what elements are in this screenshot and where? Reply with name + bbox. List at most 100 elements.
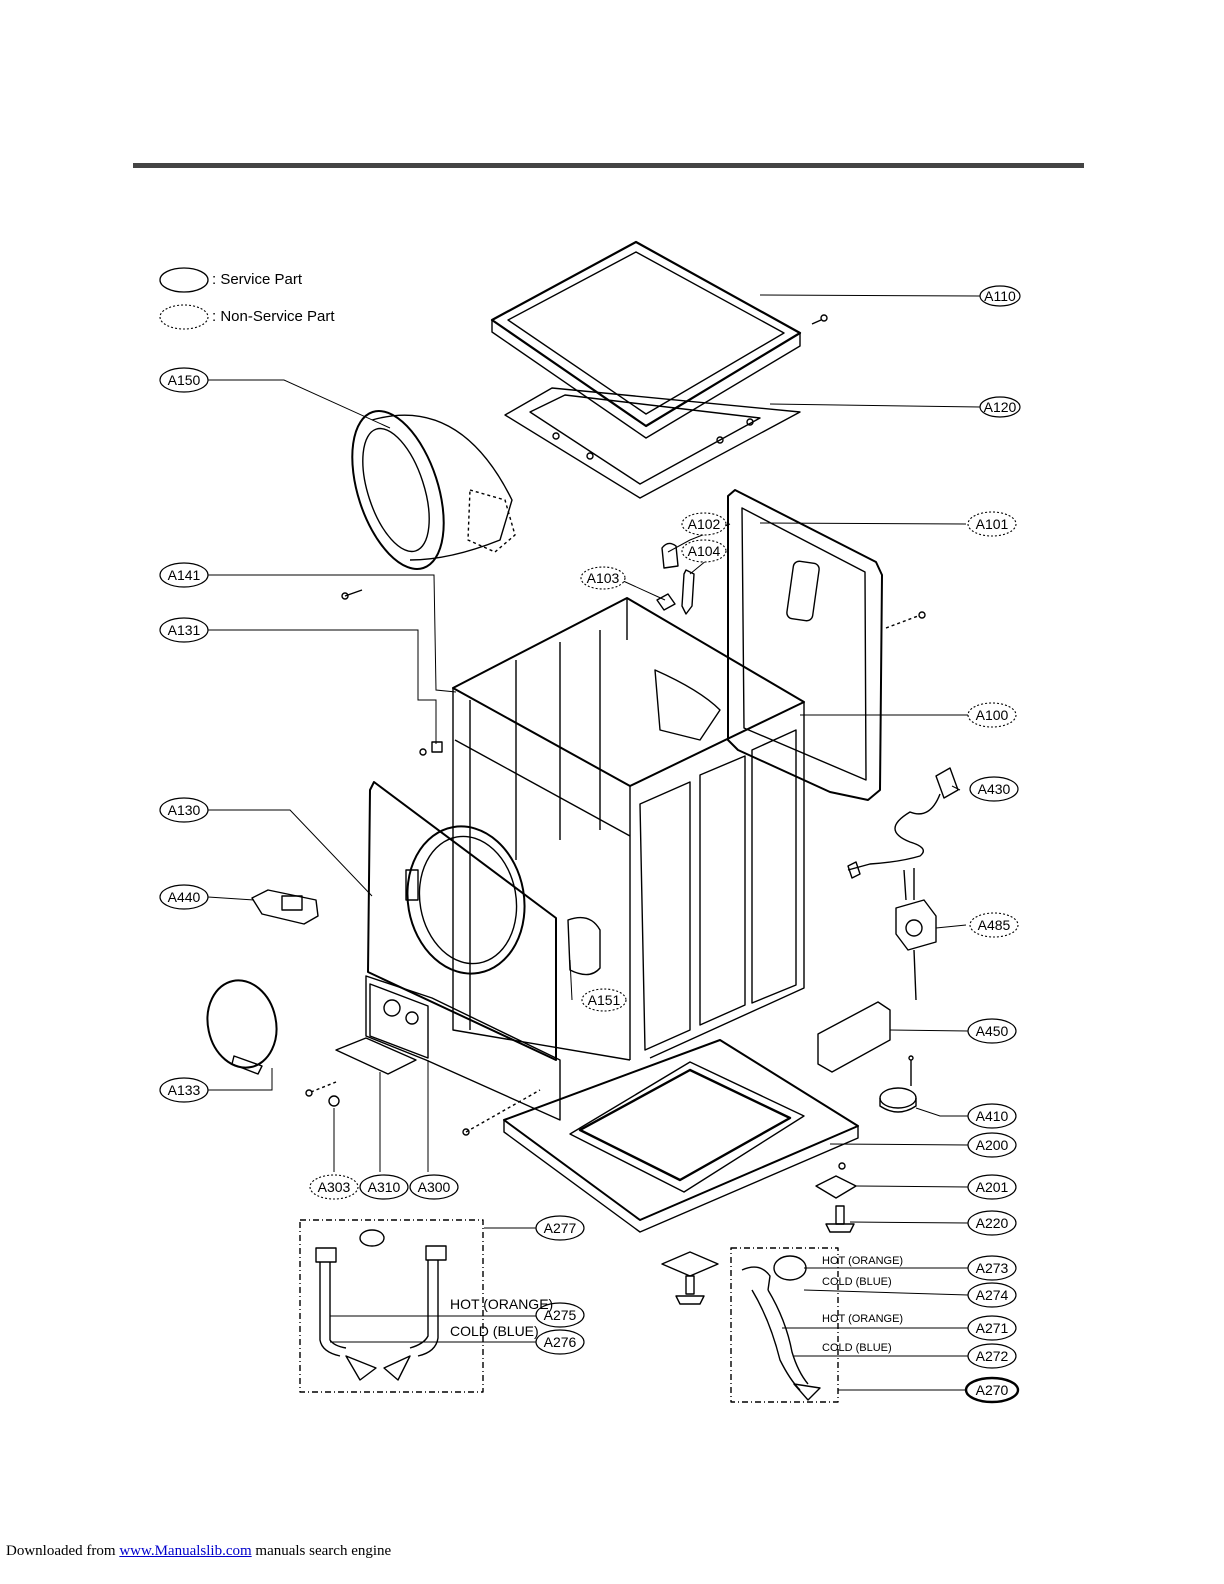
label-A310: A310 bbox=[359, 1174, 409, 1200]
svg-text:A277: A277 bbox=[544, 1220, 577, 1236]
svg-text:A271: A271 bbox=[976, 1320, 1009, 1336]
label-A130: A130 bbox=[159, 797, 209, 823]
hinge-part-drawing bbox=[419, 741, 443, 756]
footer-suffix: manuals search engine bbox=[251, 1543, 392, 1559]
svg-text:A100: A100 bbox=[976, 707, 1009, 723]
pcb-box-drawing bbox=[817, 1001, 891, 1073]
svg-text:A485: A485 bbox=[978, 917, 1011, 933]
svg-text:A310: A310 bbox=[368, 1179, 401, 1195]
back-panel-drawing bbox=[727, 489, 926, 801]
left-cold-label: COLD (BLUE) bbox=[450, 1323, 539, 1339]
label-A410: A410 bbox=[967, 1103, 1017, 1129]
label-A104: A104 bbox=[681, 539, 727, 563]
svg-text:A201: A201 bbox=[976, 1179, 1009, 1195]
leader-lines bbox=[207, 294, 981, 1391]
label-A440: A440 bbox=[159, 884, 209, 910]
label-A273: A273 bbox=[967, 1255, 1017, 1281]
label-A271: A271 bbox=[967, 1315, 1017, 1341]
noise-filter-drawing bbox=[895, 868, 937, 1001]
svg-text:A110: A110 bbox=[984, 288, 1016, 304]
label-A131: A131 bbox=[159, 617, 209, 643]
label-A430: A430 bbox=[969, 776, 1019, 802]
damper-foot-drawing bbox=[661, 1251, 719, 1305]
svg-text:A300: A300 bbox=[418, 1179, 451, 1195]
label-A450: A450 bbox=[967, 1018, 1017, 1044]
left-hot-label: HOT (ORANGE) bbox=[450, 1296, 553, 1312]
label-A120: A120 bbox=[979, 396, 1021, 418]
svg-text:A276: A276 bbox=[544, 1334, 577, 1350]
svg-text:A133: A133 bbox=[168, 1082, 201, 1098]
right-hot-label-2: HOT (ORANGE) bbox=[822, 1313, 903, 1325]
svg-text:A103: A103 bbox=[587, 570, 620, 586]
label-A150: A150 bbox=[159, 367, 209, 393]
label-A276: A276 bbox=[535, 1329, 585, 1355]
hose-kit-box bbox=[299, 1219, 484, 1393]
cabinet-drawing bbox=[452, 597, 805, 1061]
right-cold-label-2: COLD (BLUE) bbox=[822, 1342, 892, 1354]
svg-text:A130: A130 bbox=[168, 802, 201, 818]
label-A151: A151 bbox=[581, 988, 627, 1012]
right-cold-label-1: COLD (BLUE) bbox=[822, 1276, 892, 1288]
door-drawing bbox=[341, 410, 516, 600]
label-A103: A103 bbox=[580, 566, 626, 590]
svg-text:A270: A270 bbox=[976, 1382, 1009, 1398]
svg-text:A102: A102 bbox=[688, 516, 721, 532]
drain-hose-kit-drawing bbox=[730, 1247, 839, 1403]
svg-text:A274: A274 bbox=[976, 1287, 1009, 1303]
svg-text:A151: A151 bbox=[588, 992, 621, 1008]
legend-service-symbol bbox=[159, 267, 209, 293]
label-A303: A303 bbox=[309, 1174, 359, 1200]
svg-text:A273: A273 bbox=[976, 1260, 1009, 1276]
svg-text:A303: A303 bbox=[318, 1179, 351, 1195]
label-A274: A274 bbox=[967, 1282, 1017, 1308]
legend-service-text: : Service Part bbox=[212, 271, 303, 288]
label-A133: A133 bbox=[159, 1077, 209, 1103]
legend-non-service-symbol bbox=[159, 304, 209, 330]
svg-text:A104: A104 bbox=[688, 543, 721, 559]
svg-text:A101: A101 bbox=[976, 516, 1009, 532]
svg-text:A272: A272 bbox=[976, 1348, 1009, 1364]
lower-front-drawing bbox=[305, 975, 561, 1136]
right-hot-label-1: HOT (ORANGE) bbox=[822, 1255, 903, 1267]
pressure-switch-drawing bbox=[879, 1055, 917, 1113]
footer-link[interactable]: www.Manualslib.com bbox=[119, 1543, 252, 1559]
legend: : Service Part : Non-Service Part bbox=[159, 267, 335, 330]
label-A275: A275 bbox=[535, 1302, 585, 1328]
part-labels: A110 A120 A150 A102 A104 A101 A103 A141 bbox=[159, 285, 1021, 1404]
label-A300: A300 bbox=[409, 1174, 459, 1200]
svg-text:A141: A141 bbox=[168, 567, 201, 583]
label-A110: A110 bbox=[979, 285, 1021, 307]
label-A141: A141 bbox=[159, 562, 209, 588]
leveling-foot-drawing bbox=[825, 1205, 855, 1233]
label-A102: A102 bbox=[681, 512, 727, 536]
power-cord-drawing bbox=[847, 767, 959, 879]
svg-text:A275: A275 bbox=[544, 1307, 577, 1323]
label-A200: A200 bbox=[967, 1132, 1017, 1158]
label-A485: A485 bbox=[969, 912, 1019, 938]
footer-prefix: Downloaded from bbox=[6, 1543, 120, 1559]
clamp-ring-drawing bbox=[206, 979, 278, 1075]
svg-text:A120: A120 bbox=[984, 399, 1017, 415]
label-A201: A201 bbox=[967, 1174, 1017, 1200]
hose-kit-right-box bbox=[730, 1247, 839, 1403]
label-A272: A272 bbox=[967, 1343, 1017, 1369]
svg-text:A440: A440 bbox=[168, 889, 201, 905]
label-A277: A277 bbox=[535, 1215, 585, 1241]
base-frame-drawing bbox=[503, 1039, 859, 1233]
footer: Downloaded from www.Manualslib.com manua… bbox=[6, 1543, 391, 1560]
svg-text:A150: A150 bbox=[168, 372, 201, 388]
header-rule bbox=[133, 163, 1084, 168]
svg-text:A410: A410 bbox=[976, 1108, 1009, 1124]
top-frame-drawing bbox=[504, 387, 801, 499]
svg-text:A200: A200 bbox=[976, 1137, 1009, 1153]
top-plate-drawing bbox=[490, 240, 802, 439]
hose-color-labels: HOT (ORANGE) COLD (BLUE) HOT (ORANGE) CO… bbox=[450, 1255, 903, 1354]
label-A270: A270 bbox=[964, 1376, 1020, 1404]
svg-text:A450: A450 bbox=[976, 1023, 1009, 1039]
label-A100: A100 bbox=[967, 702, 1017, 728]
svg-text:A131: A131 bbox=[168, 622, 201, 638]
bracket-drawing bbox=[815, 1162, 857, 1199]
label-A101: A101 bbox=[967, 511, 1017, 537]
front-panel-drawing bbox=[367, 781, 557, 1061]
door-lock-drawing bbox=[251, 889, 319, 925]
